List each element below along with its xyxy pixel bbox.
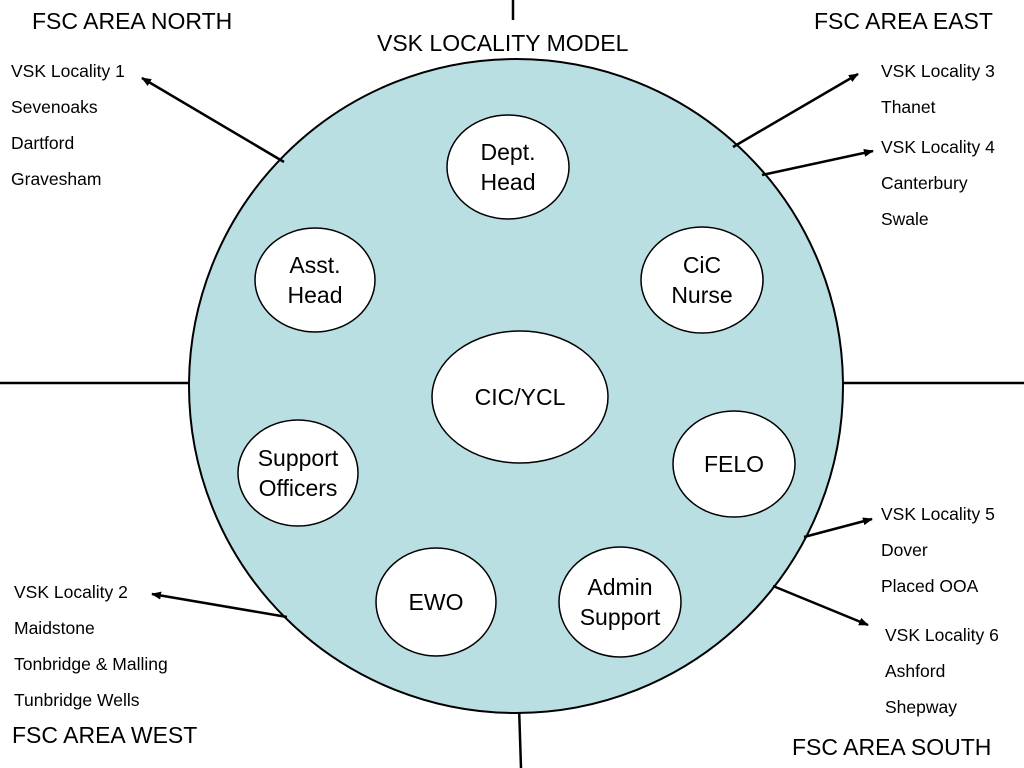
- locality-1-place: Gravesham: [11, 169, 102, 189]
- locality-2-list: VSK Locality 2 Maidstone Tonbridge & Mal…: [14, 574, 168, 718]
- arrow-locality-1: [141, 76, 285, 164]
- area-north-title: FSC AREA NORTH: [32, 8, 233, 34]
- locality-4-list: VSK Locality 4 Canterbury Swale: [881, 129, 995, 237]
- locality-1-list: VSK Locality 1 Sevenoaks Dartford Graves…: [11, 53, 125, 197]
- role-dept-head-label: Dept. Head: [480, 139, 536, 195]
- node-ewo: [375, 547, 497, 657]
- locality-1-place: Dartford: [11, 133, 75, 153]
- divider-bottom: [517, 705, 523, 768]
- role-center-label: CIC/YCL: [474, 384, 566, 410]
- locality-6-place: Ashford: [885, 661, 946, 681]
- role-admin-support-label: Admin Support: [579, 574, 661, 630]
- role-felo-label: FELO: [703, 451, 765, 477]
- locality-5-place: Placed OOA: [881, 576, 979, 596]
- arrow-locality-3: [732, 72, 859, 149]
- locality-6-list: VSK Locality 6 Ashford Shepway: [885, 617, 999, 725]
- locality-2-place: Maidstone: [14, 618, 95, 638]
- locality-6-place: Shepway: [885, 697, 957, 717]
- arrow-locality-5: [803, 517, 873, 539]
- locality-1-name: VSK Locality 1: [11, 61, 125, 81]
- locality-1-place: Sevenoaks: [11, 97, 98, 117]
- locality-4-place: Canterbury: [881, 173, 968, 193]
- node-dept-head: [446, 114, 570, 220]
- role-asst-head-label: Asst. Head: [287, 252, 343, 308]
- model-title: VSK LOCALITY MODEL: [377, 30, 629, 56]
- area-south-title: FSC AREA SOUTH: [792, 734, 992, 760]
- role-support-officers-label: Support Officers: [257, 445, 339, 501]
- node-admin-support: [558, 546, 682, 658]
- locality-3-name: VSK Locality 3: [881, 61, 995, 81]
- area-east-title: FSC AREA EAST: [814, 8, 993, 34]
- node-felo: [672, 410, 796, 518]
- node-asst-head: [254, 227, 376, 333]
- arrow-locality-4: [761, 148, 874, 177]
- locality-6-name: VSK Locality 6: [885, 625, 999, 645]
- locality-3-place: Thanet: [881, 97, 936, 117]
- node-cic-ycl: [431, 330, 609, 464]
- locality-5-place: Dover: [881, 540, 928, 560]
- locality-2-name: VSK Locality 2: [14, 582, 128, 602]
- node-cic-nurse: [640, 226, 764, 334]
- role-cic-nurse-label: CiC Nurse: [671, 252, 733, 308]
- locality-2-place: Tonbridge & Malling: [14, 654, 168, 674]
- arrow-locality-2: [151, 591, 288, 619]
- locality-5-list: VSK Locality 5 Dover Placed OOA: [881, 496, 995, 604]
- locality-3-list: VSK Locality 3 Thanet: [881, 53, 995, 125]
- arrow-locality-6: [772, 584, 869, 627]
- node-support-officers: [237, 419, 359, 527]
- locality-4-name: VSK Locality 4: [881, 137, 995, 157]
- area-west-title: FSC AREA WEST: [12, 722, 198, 748]
- role-ewo-label: EWO: [408, 589, 464, 615]
- locality-5-name: VSK Locality 5: [881, 504, 995, 524]
- locality-2-place: Tunbridge Wells: [14, 690, 140, 710]
- locality-4-place: Swale: [881, 209, 929, 229]
